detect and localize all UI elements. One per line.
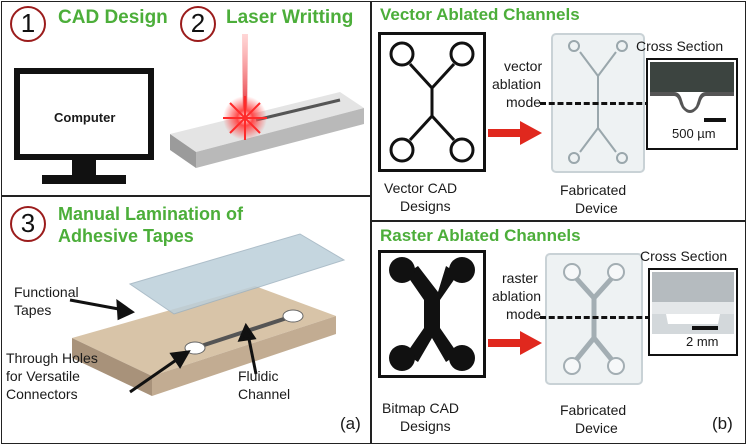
- fluidic-channel-label-line2: Channel: [238, 386, 291, 402]
- panel-b-border: [371, 1, 746, 444]
- step-2-title: Laser Writting: [226, 7, 354, 28]
- raster-fabricated-device: [545, 253, 643, 385]
- through-holes-label-line1: Through Holes: [6, 350, 98, 366]
- vector-cad-design: [378, 32, 486, 172]
- functional-tapes-label-line2: Tapes: [14, 302, 52, 318]
- vector-design-label-line2: Designs: [400, 198, 451, 214]
- through-holes-label-line3: Connectors: [6, 386, 78, 402]
- vector-scale-label: 500 µm: [672, 126, 716, 141]
- step-1-title: CAD Design: [58, 7, 168, 28]
- raster-mode-line1: raster: [502, 270, 538, 286]
- computer-monitor-icon: [14, 68, 154, 184]
- fluidic-channel-label-line1: Fluidic: [238, 368, 279, 384]
- vector-section-dashed-line: [540, 102, 686, 105]
- vector-device-label-line2: Device: [575, 200, 618, 216]
- functional-tapes-label-line1: Functional: [14, 284, 79, 300]
- panel-a-border: [1, 1, 371, 444]
- panel-a-divider: [1, 195, 371, 197]
- raster-scale-label: 2 mm: [686, 334, 719, 349]
- panel-b-divider: [371, 220, 746, 222]
- vector-mode-line2: ablation: [492, 76, 542, 92]
- raster-section-dashed-line: [540, 316, 686, 319]
- vector-cross-section-image: [646, 58, 738, 150]
- step-3-number: 3: [10, 206, 46, 242]
- vector-device-label-line1: Fabricated: [560, 182, 627, 198]
- panel-b-label: (b): [712, 414, 733, 433]
- raster-device-label-line2: Device: [575, 420, 618, 436]
- vector-section-title: Vector Ablated Channels: [380, 5, 580, 24]
- raster-device-label-line1: Fabricated: [560, 402, 627, 418]
- lamination-illustration: [69, 233, 346, 396]
- raster-mode-line3: mode: [506, 306, 542, 322]
- raster-mode-line2: ablation: [492, 288, 542, 304]
- step-3-title-line1: Manual Lamination of: [58, 204, 244, 224]
- raster-cross-section-image: [648, 268, 738, 356]
- raster-section-title: Raster Ablated Channels: [380, 226, 581, 245]
- panel-a-label: (a): [340, 414, 361, 433]
- through-holes-label-line2: for Versatile: [6, 368, 80, 384]
- vector-design-label-line1: Vector CAD: [384, 180, 458, 196]
- raster-arrow-icon: [488, 331, 542, 355]
- step-3-title-line2: Adhesive Tapes: [58, 226, 194, 246]
- vector-arrow-icon: [488, 121, 542, 145]
- raster-design-label-line2: Designs: [400, 418, 451, 434]
- monitor-text: Computer: [54, 110, 116, 125]
- vector-mode-line1: vector: [504, 58, 543, 74]
- step-1-number: 1: [10, 6, 46, 42]
- vector-mode-line3: mode: [506, 94, 542, 110]
- raster-design-label-line1: Bitmap CAD: [382, 400, 460, 416]
- step-2-number: 2: [180, 6, 216, 42]
- laser-writing-illustration: [170, 34, 364, 168]
- raster-cross-section-title: Cross Section: [640, 248, 728, 264]
- vector-cross-section-title: Cross Section: [636, 38, 724, 54]
- raster-cad-design: [378, 250, 486, 378]
